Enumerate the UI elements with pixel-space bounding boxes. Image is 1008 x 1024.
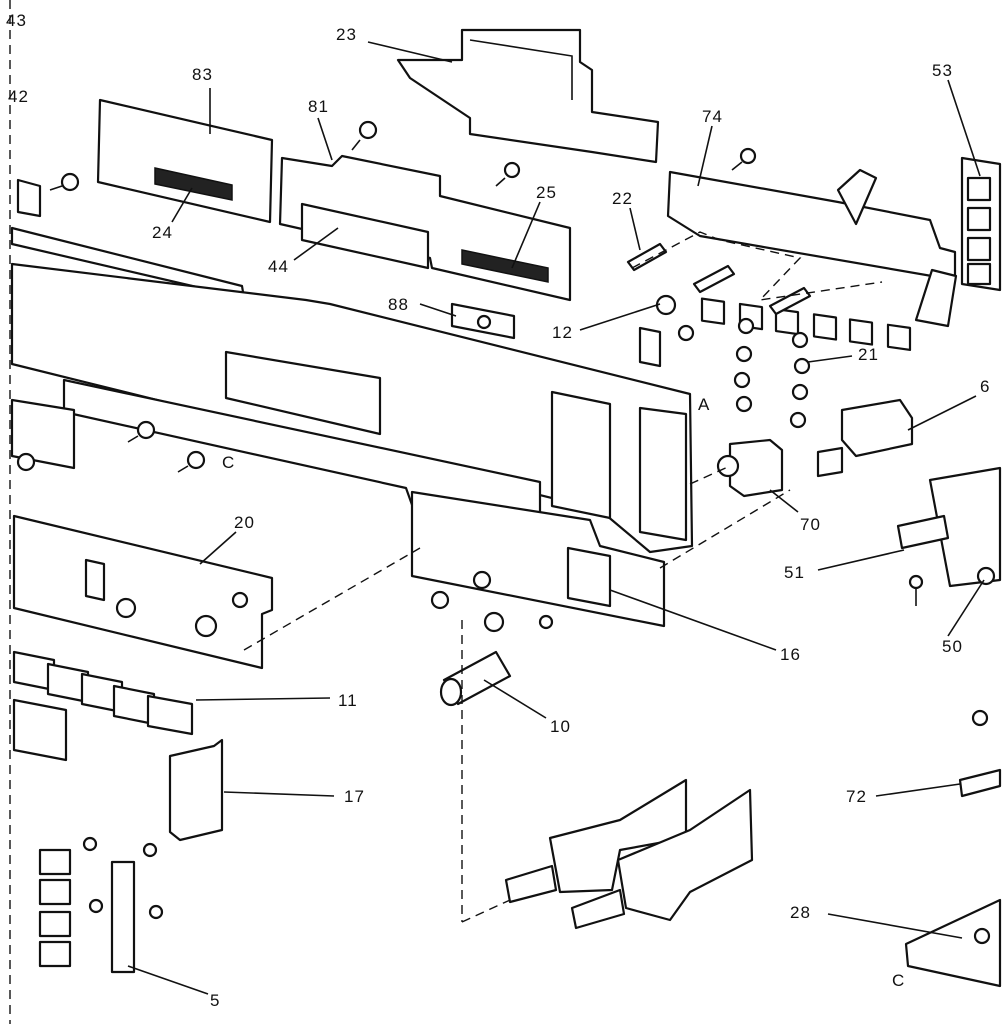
part-20-panel: [12, 514, 274, 670]
part-5-clips: [38, 848, 136, 974]
part-10-knob-end: [439, 677, 463, 707]
part-28-hole: [973, 927, 991, 945]
label-28: 28: [790, 903, 811, 922]
label-25: 25: [536, 183, 557, 202]
label-22: 22: [612, 189, 633, 208]
label-10: 10: [550, 717, 571, 736]
part-70-block: [728, 438, 784, 498]
part-6-switch: [840, 398, 914, 458]
label-53: 53: [932, 61, 953, 80]
part-16-block: [566, 546, 612, 608]
screw-top-1: [351, 120, 378, 151]
part-11-keys: [12, 650, 194, 736]
washer-1: [472, 570, 492, 590]
part-51-housing: [928, 466, 1002, 588]
screw-left-42: [49, 172, 80, 192]
part-72-plate: [958, 768, 1002, 798]
part-labels: 43 42 83 81 23 74 53 24 44 25 22 88 12 2…: [6, 11, 990, 1010]
label-c-2: C: [892, 971, 905, 990]
part-12-bracket: [638, 326, 662, 368]
label-81: 81: [308, 97, 329, 116]
label-a: A: [698, 395, 710, 414]
chassis-right-plate: [638, 406, 688, 542]
label-20: 20: [234, 513, 255, 532]
screw-c-1: [127, 420, 156, 443]
screw-50: [908, 574, 924, 606]
part-50-nut: [976, 566, 996, 586]
part-20-slot: [84, 558, 106, 602]
label-72: 72: [846, 787, 867, 806]
label-21: 21: [858, 345, 879, 364]
part-23-inner-edge: [469, 39, 573, 100]
label-44: 44: [268, 257, 289, 276]
nut-1: [430, 590, 450, 610]
label-12: 12: [552, 323, 573, 342]
part-44-display: [300, 202, 430, 270]
label-24: 24: [152, 223, 173, 242]
label-6: 6: [980, 377, 990, 396]
label-50: 50: [942, 637, 963, 656]
label-42: 42: [8, 87, 29, 106]
leader-lines: [127, 41, 985, 995]
part-28-bracket: [904, 898, 1002, 988]
screw-12: [677, 324, 695, 342]
part-17-bracket: [168, 738, 224, 842]
part-51-shaft: [896, 514, 950, 550]
part-42-bracket: [16, 178, 42, 218]
slide-control-1-shaft: [504, 864, 558, 904]
screw-top-2: [495, 161, 521, 187]
screw-74: [731, 147, 757, 171]
slide-control-2-shaft: [570, 888, 626, 930]
screw-72: [971, 709, 989, 727]
part-20-ring-2: [194, 614, 218, 638]
label-5: 5: [210, 991, 220, 1010]
part-24-connector: [154, 167, 233, 201]
ribbon-cable-2: [914, 268, 958, 328]
part-11-block: [12, 698, 68, 762]
label-51: 51: [784, 563, 805, 582]
part-21-screws: [733, 317, 811, 429]
part-12-spacer: [655, 294, 677, 316]
chassis-side-bracket: [550, 390, 612, 520]
screw-c-2: [177, 450, 206, 473]
label-83: 83: [192, 65, 213, 84]
label-74: 74: [702, 107, 723, 126]
part-70-knob: [716, 454, 740, 478]
ribbon-cable-1: [836, 168, 878, 226]
slide-control-1: [548, 778, 688, 894]
nut-2: [483, 611, 505, 633]
chassis-left-hole: [16, 452, 36, 472]
label-23: 23: [336, 25, 357, 44]
part-22-dash-guide: [631, 231, 883, 301]
label-70: 70: [800, 515, 821, 534]
chassis-left-tab: [10, 398, 76, 470]
slide-control-2: [616, 788, 754, 922]
part-6-lever: [816, 446, 844, 478]
screw-16: [538, 614, 554, 630]
part-88-hole: [476, 314, 492, 330]
assembly-dash-lines: [243, 465, 791, 923]
part-23-bracket: [396, 28, 660, 164]
part-74-board: [666, 170, 957, 282]
label-43: 43: [6, 11, 27, 30]
label-88: 88: [388, 295, 409, 314]
part-25-connector: [461, 249, 549, 283]
part-83-board: [96, 98, 274, 224]
chassis-window: [224, 350, 382, 436]
label-16: 16: [780, 645, 801, 664]
label-c-1: C: [222, 453, 235, 472]
part-20-ring-1: [115, 597, 137, 619]
part-53-switches: [966, 176, 992, 286]
part-5-screws: [82, 836, 164, 920]
part-20-screw: [231, 591, 249, 609]
label-11: 11: [338, 691, 358, 710]
label-17: 17: [344, 787, 365, 806]
